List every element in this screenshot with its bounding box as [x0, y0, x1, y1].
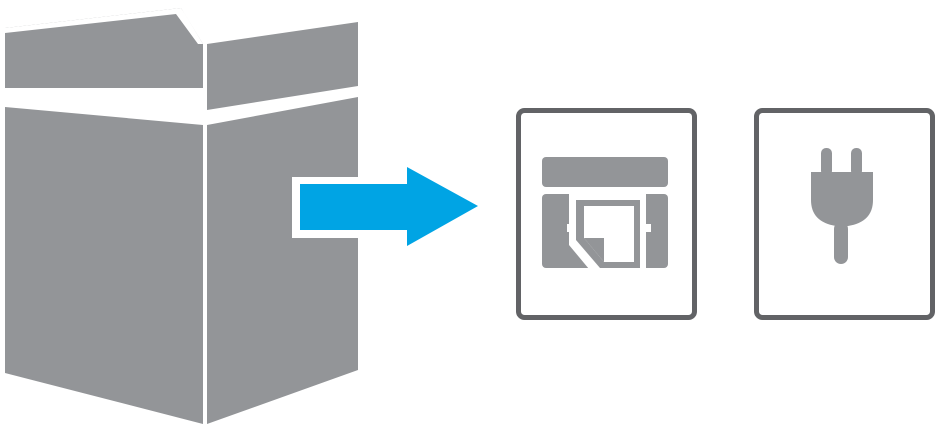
plug-prong-left [821, 148, 832, 176]
power-plug-icon [811, 148, 873, 264]
arrow-shape [300, 167, 478, 246]
paper-tray-icon [542, 157, 668, 275]
body-right-face [207, 97, 358, 424]
device-lid [5, 8, 358, 110]
plug-cord [834, 222, 848, 264]
tray-top-bar [542, 157, 668, 187]
plug-prong-right [851, 148, 862, 176]
paper-tray-panel [516, 108, 697, 320]
lid-right-face [207, 22, 358, 110]
plug-body [811, 172, 873, 226]
lid-left-face [5, 8, 203, 88]
paper-tray-panel-frame [516, 108, 697, 320]
body-left-face [5, 107, 203, 424]
lid-top-highlight [5, 8, 203, 44]
power-plug-panel-frame [754, 108, 935, 320]
right-arrow-icon [292, 155, 487, 258]
power-plug-panel [754, 108, 935, 320]
device-body [5, 97, 358, 424]
paper-folded-corner [584, 238, 604, 262]
